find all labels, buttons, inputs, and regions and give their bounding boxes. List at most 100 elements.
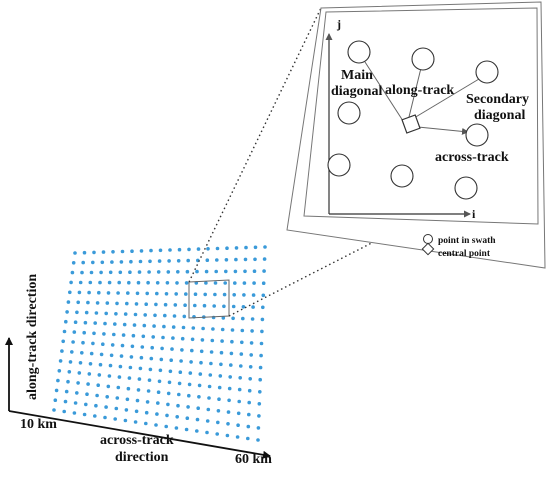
across-track-label: across-track <box>435 150 509 165</box>
swath-point <box>101 342 105 347</box>
swath-point <box>76 300 80 305</box>
swath-point <box>249 341 254 345</box>
swath-point <box>89 270 94 275</box>
swath-point <box>153 313 157 318</box>
swath-point <box>238 376 242 380</box>
km-10-label: 10 km <box>20 417 57 432</box>
swath-point <box>246 424 251 429</box>
swath-point <box>227 398 231 403</box>
swath-point <box>120 249 125 254</box>
swath-point <box>173 303 178 307</box>
swath-point <box>232 293 236 297</box>
swath-point <box>213 281 218 285</box>
swath-point <box>134 409 139 414</box>
swath-point <box>186 405 190 409</box>
swath-point <box>127 280 131 285</box>
swath-point <box>84 310 89 315</box>
legend-central-point: central point <box>438 249 491 259</box>
swath-point <box>229 351 234 356</box>
swath-point <box>67 370 72 374</box>
swath-point <box>228 375 232 379</box>
swath-point <box>258 365 263 370</box>
swath-point <box>214 269 218 274</box>
swath-point <box>147 378 152 383</box>
swath-point <box>209 361 213 366</box>
swath-point <box>263 245 267 249</box>
swath-point <box>81 340 85 345</box>
swath-point <box>71 340 75 344</box>
swath-point <box>205 430 209 435</box>
swath-point <box>196 406 200 411</box>
swath-point <box>58 359 63 363</box>
swath-point <box>73 401 78 405</box>
swath-point <box>138 259 143 264</box>
swath-point <box>57 369 62 373</box>
swath-point <box>145 291 149 296</box>
swath-point <box>177 392 181 397</box>
swath-point <box>68 360 73 364</box>
swath-point <box>209 350 214 354</box>
neighbor-point <box>337 101 361 125</box>
swath-point <box>128 270 132 275</box>
swath-point <box>262 257 267 261</box>
swath-point <box>71 261 76 265</box>
swath-point <box>147 270 151 274</box>
swath-point <box>65 310 69 314</box>
swath-point <box>219 350 224 355</box>
swath-point <box>230 328 235 332</box>
swath-point <box>234 257 238 262</box>
swath-point <box>249 353 253 357</box>
swath-point <box>72 411 77 415</box>
swath-point <box>116 291 120 295</box>
neighbor-point <box>465 123 489 147</box>
swath-point <box>215 258 219 262</box>
swath-point <box>231 316 235 321</box>
swath-point <box>248 365 253 369</box>
main-diagonal-label-2: diagonal <box>331 84 382 99</box>
swath-point <box>144 421 148 426</box>
swath-point <box>56 378 60 383</box>
swath-point <box>144 410 149 415</box>
swath-point <box>239 352 244 356</box>
swath-point <box>133 312 138 317</box>
swath-point <box>226 410 231 414</box>
swath-point <box>142 323 147 328</box>
swath-point <box>156 390 161 395</box>
swath-point <box>195 429 199 433</box>
swath-point <box>82 412 87 417</box>
swath-point <box>88 362 93 366</box>
swath-point <box>149 356 154 361</box>
swath-point <box>125 397 130 402</box>
swath-point <box>114 406 119 411</box>
swath-point <box>129 259 133 264</box>
swath-point <box>222 304 226 309</box>
swath-point <box>106 291 111 295</box>
swath-point <box>115 301 119 306</box>
swath-point <box>76 381 80 385</box>
swath-point <box>155 281 160 285</box>
swath-point <box>140 345 145 349</box>
swath-point <box>176 270 180 274</box>
swath-point <box>130 344 135 349</box>
swath-point <box>62 409 66 414</box>
swath-point <box>118 364 123 369</box>
swath-point <box>92 331 96 336</box>
swath-point <box>157 379 162 384</box>
swath-point <box>181 325 186 330</box>
swath-point <box>179 359 183 363</box>
swath-point <box>251 305 255 309</box>
swath-point <box>150 345 154 350</box>
swath-point <box>204 281 208 285</box>
swath-point <box>236 423 240 428</box>
swath-point <box>68 290 72 295</box>
swath-point <box>224 269 228 274</box>
swath-point <box>208 373 213 377</box>
swath-point <box>206 247 210 251</box>
swath-point <box>197 395 201 399</box>
swath-point <box>131 333 136 338</box>
swath-point <box>66 379 70 384</box>
swath-point <box>234 246 239 250</box>
swath-point <box>104 405 108 409</box>
swath-point <box>73 320 78 325</box>
